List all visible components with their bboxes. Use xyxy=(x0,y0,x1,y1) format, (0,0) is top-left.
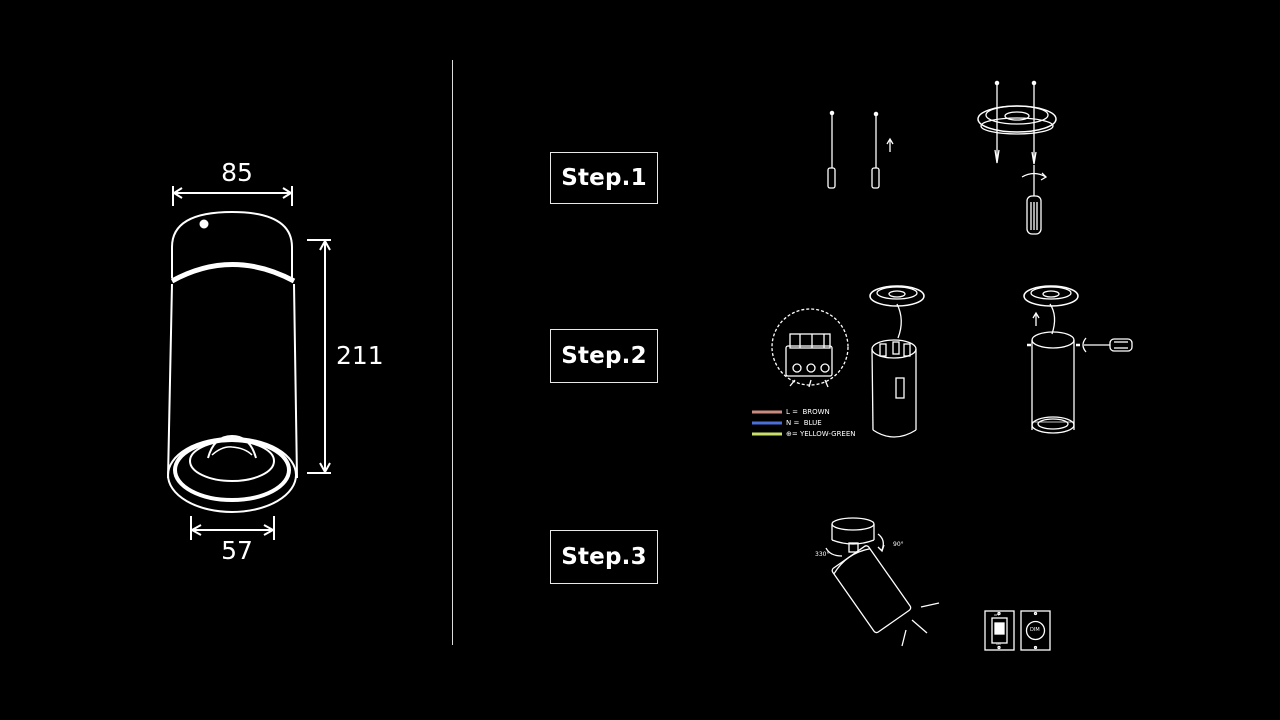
width-dimension-line xyxy=(172,186,293,206)
step-1-mounting-plate xyxy=(977,80,1057,165)
width-dimension-label: 85 xyxy=(221,158,253,187)
rotation-vertical-label: 90° xyxy=(893,541,904,548)
section-divider xyxy=(452,60,453,645)
step-2-fixture-wiring xyxy=(869,285,925,438)
luminaire-dimension-drawing xyxy=(167,186,331,540)
wire-label-yellow-green: ⊕= YELLOW-GREEN xyxy=(786,430,856,438)
step-3-wall-switches xyxy=(984,610,1051,651)
step-3-adjustable-fixture xyxy=(825,517,940,647)
rotation-horizontal-label: 330° xyxy=(815,551,830,558)
step-1-screwdriver xyxy=(1021,165,1048,235)
height-dimension-line xyxy=(307,238,331,475)
step-2-label: Step.2 xyxy=(550,329,658,383)
step-3-label: Step.3 xyxy=(550,530,658,584)
height-dimension-label: 211 xyxy=(336,341,384,370)
step-2-fixture-assembly xyxy=(1023,285,1133,434)
bottom-dimension-label: 57 xyxy=(221,536,253,565)
canopy xyxy=(171,210,293,278)
cylinder-body xyxy=(167,283,298,513)
step-1-label: Step.1 xyxy=(550,152,658,204)
wire-label-blue: N = BLUE xyxy=(786,419,822,427)
switch-on-label: ON xyxy=(996,642,1001,646)
bottom-dimension-line xyxy=(189,516,276,540)
wire-label-brown: L = BROWN xyxy=(786,408,830,416)
step-2-terminal-detail xyxy=(771,308,849,388)
switch-off-label: OFF xyxy=(994,613,1000,617)
dimmer-label: DIM xyxy=(1030,627,1040,633)
canopy-band xyxy=(170,262,296,284)
step-1-wall-plugs xyxy=(827,110,894,189)
